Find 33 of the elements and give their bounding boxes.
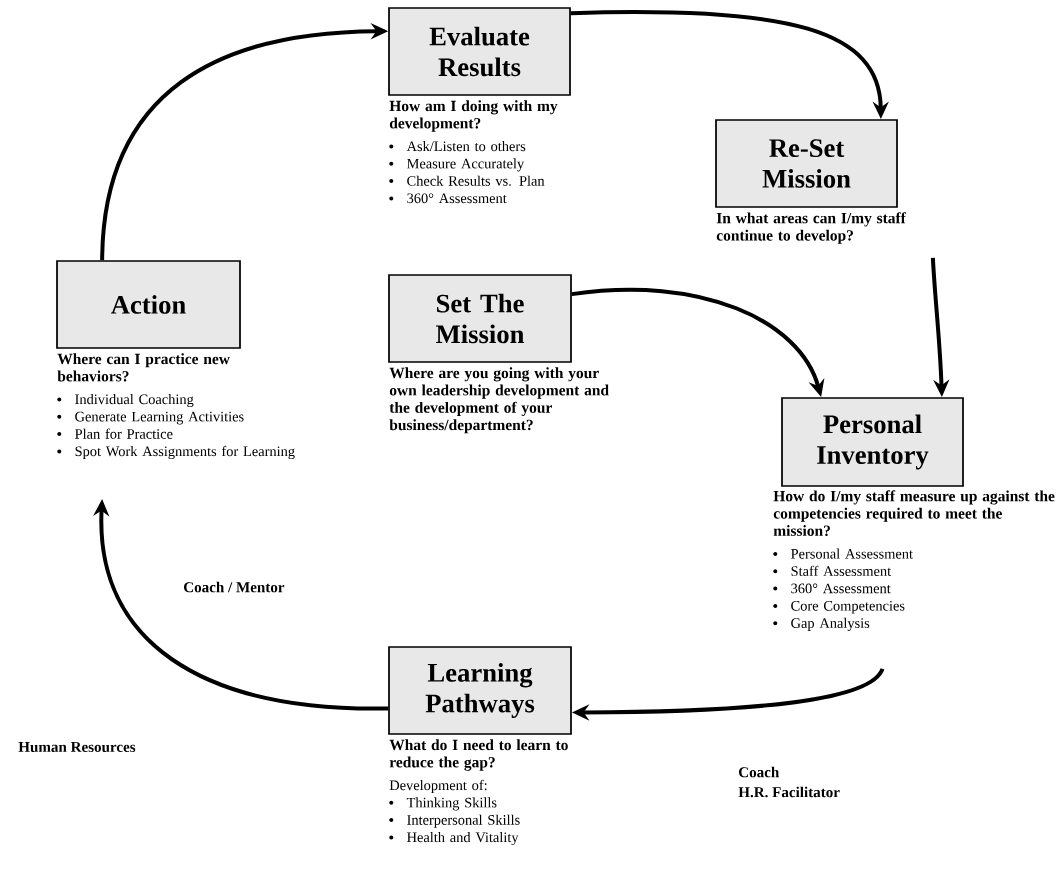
process-box: Set The Mission (388, 274, 572, 363)
role-label: Coach / Mentor (184, 581, 285, 593)
process-box: Personal Inventory (781, 397, 964, 487)
bullet-item: Spot Work Assignments for Learning (57, 445, 295, 460)
bullet-item: 360° Assessment (773, 583, 891, 594)
role-label: Human Resources (18, 742, 136, 752)
bullet-item: Check Results vs. Plan (389, 175, 545, 186)
bullet-item: Health and Vitality (389, 832, 519, 846)
bullet-item: Staff Assessment (773, 565, 892, 576)
bullet-item: Ask/Listen to others (389, 141, 526, 152)
bullet-item: Gap Analysis (773, 617, 870, 631)
bullet-item: Personal Assessment (773, 548, 913, 559)
process-box: Evaluate Results (388, 7, 571, 96)
bullet-item: Measure Accurately (389, 158, 525, 172)
process-box: Learning Pathways (388, 646, 572, 735)
question-text: In what areas can I/my staff continue to develop? (716, 212, 906, 244)
process-box: Re-Set Mission (715, 119, 898, 208)
bullet-item: 360° Assessment (389, 193, 507, 204)
bullet-item: Interpersonal Skills (389, 814, 520, 828)
bullet-item: Core Competencies (773, 600, 905, 614)
question-text: Where can I practice new behaviors? (57, 353, 230, 382)
role-label: H.R. Facilitator (738, 786, 840, 798)
bullet-item: Generate Learning Activities (57, 411, 244, 425)
question-text: How am I doing with my development? (389, 100, 558, 132)
question-text: Where are you going with your own leadership development and the development of your business/department? (389, 367, 609, 434)
question-text: How do I/my staff measure up against the competencies required to meet the mission? (773, 490, 1055, 537)
list-heading: Development of: (389, 779, 487, 794)
process-box: Action (56, 260, 241, 349)
role-label: Coach (739, 766, 780, 778)
bullet-item: Individual Coaching (57, 394, 194, 408)
bullet-item: Plan for Practice (57, 428, 173, 439)
question-text: What do I need to learn to reduce the gap? (389, 739, 568, 771)
bullet-item: Thinking Skills (389, 797, 497, 811)
